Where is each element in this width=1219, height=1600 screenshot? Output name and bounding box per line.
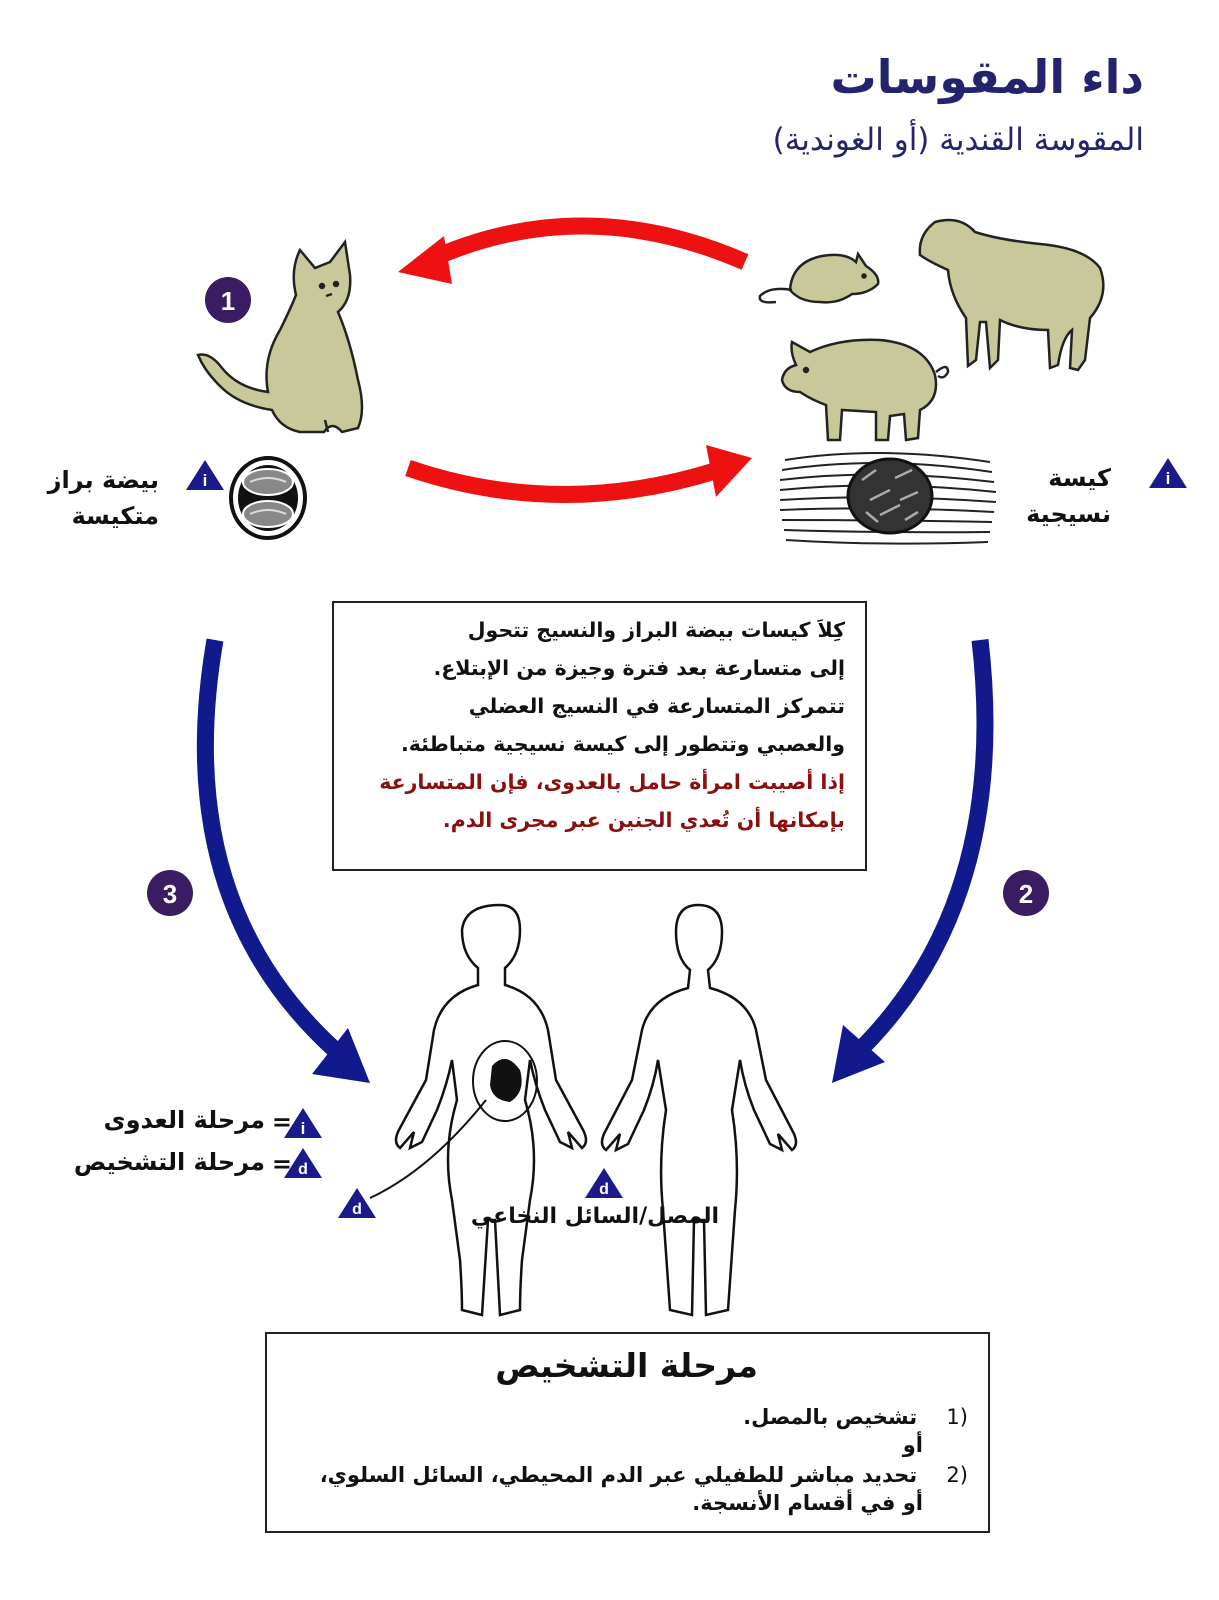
red-arrow-bottom	[405, 445, 752, 503]
stage-1-marker: 1	[205, 277, 251, 323]
stage-2-number: 2	[1019, 879, 1033, 909]
oocyst-label-line2: متكيسة	[71, 502, 159, 530]
info-warning-line: بإمكانها أن تُعدي الجنين عبر مجرى الدم.	[442, 808, 845, 832]
info-triangle-icon: i	[186, 460, 224, 490]
stage-3-number: 3	[163, 879, 177, 909]
blue-arrow-left	[196, 638, 370, 1083]
diagnosis-item-1-number: (1	[946, 1405, 968, 1429]
oocyst-icon	[229, 456, 307, 540]
stage-2-marker: 2	[1003, 870, 1049, 916]
stage-1-number: 1	[221, 286, 235, 316]
diagnostic-triangle-icon: d	[284, 1148, 322, 1178]
stage-3-marker: 3	[147, 870, 193, 916]
diagnostic-triangle-icon: d	[338, 1188, 376, 1218]
page-title: داء المقوسات	[830, 50, 1144, 104]
legend-diagnostic-label: مرحلة التشخيص	[73, 1148, 265, 1176]
tissue-cyst-label: كيسة نسيجية	[1026, 460, 1111, 532]
sample-site-label: المصل/السائل النخاعي	[470, 1204, 719, 1229]
info-warning-line: إذا أصيبت امرأة حامل بالعدوى، فإن المتسا…	[379, 770, 845, 794]
oocyst-label-line1: بيضة براز	[47, 466, 159, 494]
diagnosis-item-2-number: (2	[946, 1463, 968, 1487]
info-line: إلى متسارعة بعد فترة وجيزة من الإبتلاع.	[433, 656, 846, 680]
tissue-cyst-icon	[779, 451, 997, 545]
tissue-cyst-label-line2: نسيجية	[1026, 500, 1111, 528]
diagnosis-item-2-line2: أو في أقسام الأنسجة.	[692, 1491, 923, 1515]
info-line: كِلاَ كيسات بيضة البراز والنسيج تتحول	[467, 618, 845, 642]
diagnosis-item-2: (2 تحديد مباشر للطفيلي عبر الدم المحيطي،…	[320, 1462, 968, 1489]
info-line: تتمركز المتسارعة في النسيج العضلي	[468, 694, 845, 718]
mouse-icon	[758, 250, 880, 304]
diagnosis-title: مرحلة التشخيص	[495, 1346, 758, 1385]
svg-text:d: d	[599, 1181, 609, 1198]
legend-equals: =	[271, 1108, 292, 1136]
legend-infective: مرحلة العدوى	[104, 1106, 265, 1134]
diagnosis-box: مرحلة التشخيص (1 تشخيص بالمصل. أو (2 تحد…	[265, 1332, 990, 1533]
human-male-icon	[600, 903, 798, 1317]
info-triangle-icon: i	[284, 1108, 322, 1138]
legend-equals: =	[271, 1150, 292, 1178]
human-female-icon	[394, 903, 588, 1317]
info-triangle-icon: i	[1149, 458, 1187, 488]
tissue-cyst-label-line1: كيسة	[1048, 464, 1111, 492]
svg-text:i: i	[1166, 469, 1171, 488]
page-subtitle: المقوسة القندية (أو الغوندية)	[772, 122, 1144, 158]
info-box: كِلاَ كيسات بيضة البراز والنسيج تتحول إل…	[332, 601, 867, 871]
blue-arrow-right	[832, 639, 994, 1083]
sheep-icon	[918, 218, 1105, 372]
diagnosis-item-1: (1 تشخيص بالمصل.	[743, 1404, 968, 1431]
svg-text:i: i	[203, 471, 208, 490]
pig-icon	[780, 338, 950, 442]
diagnosis-item-2-line1: تحديد مباشر للطفيلي عبر الدم المحيطي، ال…	[319, 1463, 918, 1487]
cat-icon	[196, 238, 364, 434]
fetus-icon	[490, 1058, 522, 1102]
diagnosis-or: أو	[902, 1433, 923, 1457]
info-line: والعصبي وتتطور إلى كيسة نسيجية متباطئة.	[400, 732, 845, 756]
red-arrow-top	[398, 217, 749, 284]
oocyst-label: بيضة براز متكيسة	[48, 462, 159, 534]
svg-text:d: d	[298, 1161, 308, 1178]
diagnostic-triangle-icon: d	[585, 1168, 623, 1198]
pointer-line	[369, 1099, 487, 1199]
svg-text:i: i	[301, 1119, 306, 1138]
diagnosis-item-1-text: تشخيص بالمصل.	[743, 1405, 918, 1429]
legend-infective-label: مرحلة العدوى	[103, 1106, 265, 1134]
legend-diagnostic: مرحلة التشخيص	[74, 1148, 265, 1176]
svg-text:d: d	[352, 1201, 362, 1218]
